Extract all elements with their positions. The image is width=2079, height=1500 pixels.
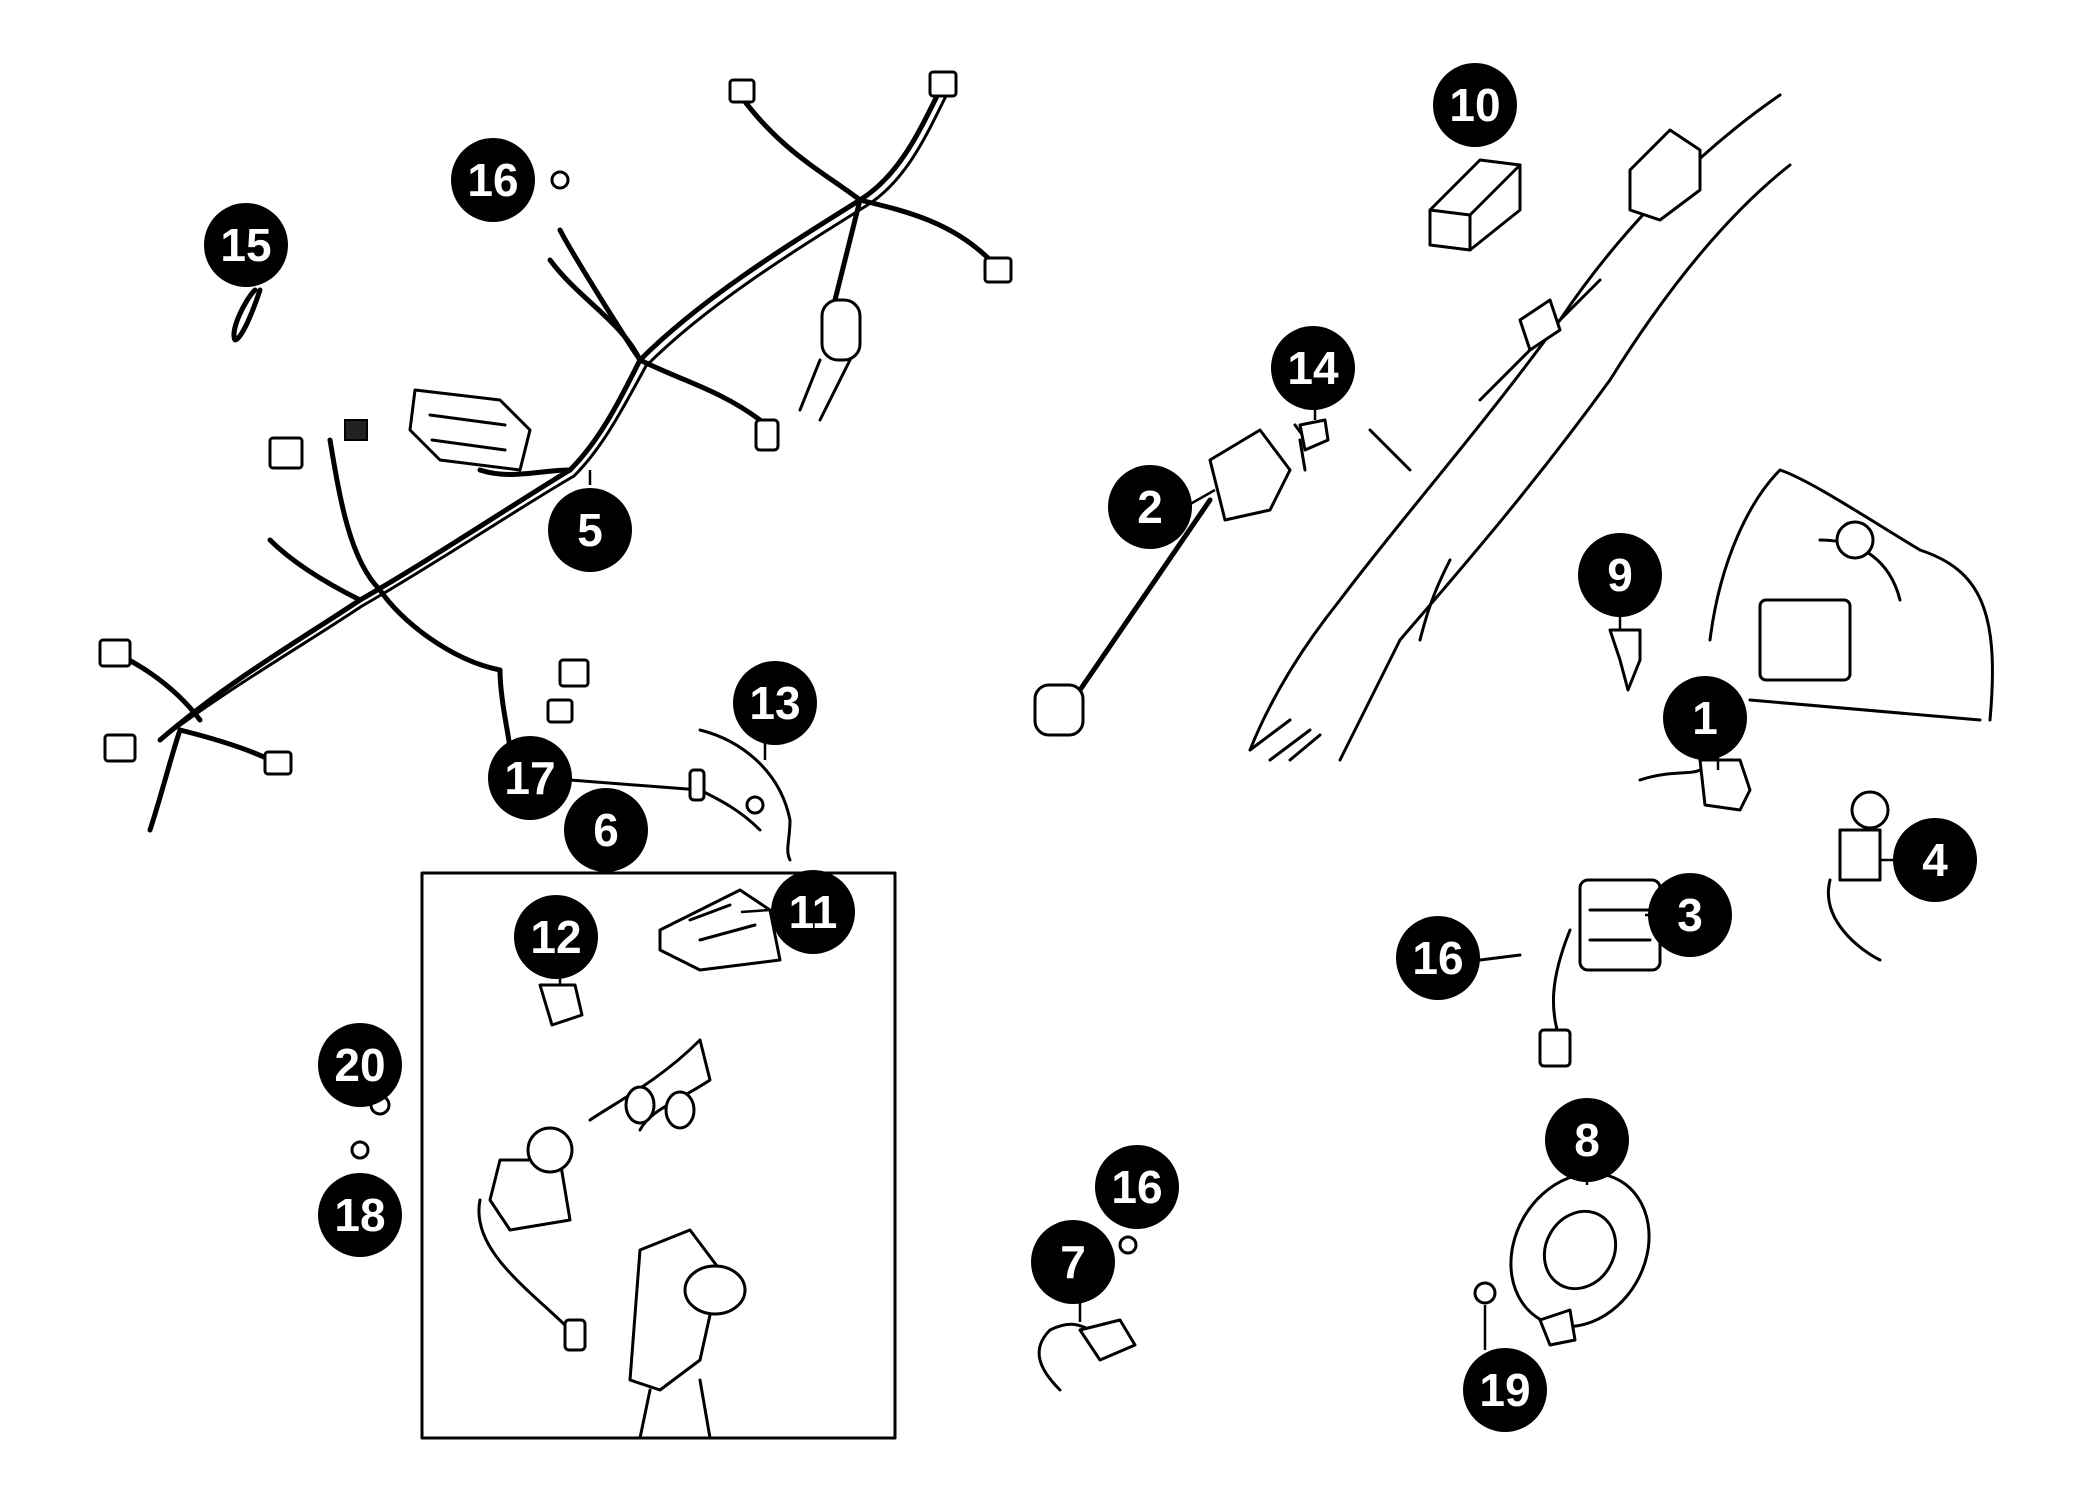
callout-16-c: 16	[1095, 1145, 1179, 1229]
callout-1: 1	[1663, 676, 1747, 760]
part-10-box	[1428, 158, 1522, 252]
frame-outline	[1248, 93, 1792, 762]
callout-16-b: 16	[1396, 916, 1480, 1000]
callout-label: 16	[1111, 1161, 1162, 1213]
callout-9: 9	[1578, 533, 1662, 617]
callout-19: 19	[1463, 1348, 1547, 1432]
callout-label: 19	[1479, 1364, 1530, 1416]
callout-label: 3	[1677, 889, 1703, 941]
part-8-horn	[1509, 1171, 1651, 1347]
callout-label: 7	[1060, 1236, 1086, 1288]
callout-label: 13	[749, 677, 800, 729]
callout-label: 11	[789, 886, 838, 938]
callout-label: 4	[1922, 834, 1948, 886]
callout-label: 9	[1607, 549, 1633, 601]
callout-label: 8	[1574, 1114, 1600, 1166]
wiring-harness	[98, 70, 1013, 833]
part-4-switch	[1826, 790, 1890, 962]
callout-label: 5	[577, 504, 603, 556]
callout-2: 2	[1108, 465, 1192, 549]
callout-label: 6	[593, 804, 619, 856]
callout-label: 17	[504, 752, 555, 804]
callout-label: 12	[530, 911, 581, 963]
callout-16-a: 16	[451, 138, 535, 222]
callout-20: 20	[318, 1023, 402, 1107]
part-17-clip	[568, 768, 765, 832]
callout-10: 10	[1433, 63, 1517, 147]
callout-17: 17	[488, 736, 572, 820]
callout-11: 11	[771, 870, 855, 954]
callout-7: 7	[1031, 1220, 1115, 1304]
battery-area	[1708, 468, 1994, 722]
callout-15: 15	[204, 203, 288, 287]
callout-13: 13	[733, 661, 817, 745]
part-1-relay	[1638, 758, 1752, 812]
callout-label: 2	[1137, 481, 1163, 533]
lock-set-box	[420, 871, 897, 1440]
part-3-handlebar-switch	[1478, 878, 1662, 1068]
part-9-bulb	[1608, 628, 1642, 692]
ignition-coil	[1033, 423, 1312, 737]
callout-12: 12	[514, 895, 598, 979]
callout-5: 5	[548, 488, 632, 572]
callout-label: 16	[467, 154, 518, 206]
callout-label: 16	[1412, 932, 1463, 984]
callout-label: 14	[1287, 342, 1339, 394]
part-13-cable	[698, 728, 792, 862]
callout-4: 4	[1893, 818, 1977, 902]
callout-3: 3	[1648, 873, 1732, 957]
callout-6: 6	[564, 788, 648, 872]
callout-label: 1	[1692, 692, 1718, 744]
part-7-switch	[1037, 1318, 1137, 1392]
callout-14: 14	[1271, 326, 1355, 410]
callout-label: 15	[220, 219, 271, 271]
callout-18: 18	[318, 1173, 402, 1257]
part-15-band	[231, 287, 263, 343]
callout-label: 10	[1449, 79, 1500, 131]
callout-label: 18	[334, 1189, 385, 1241]
callout-label: 20	[334, 1039, 385, 1091]
callouts: 1 2 3 4 5 6 7 8 9 10 11 12 13 14 15 16 1…	[204, 63, 1977, 1432]
small-fasteners	[350, 170, 1497, 1305]
part-14-screw	[1298, 418, 1330, 452]
callout-8: 8	[1545, 1098, 1629, 1182]
